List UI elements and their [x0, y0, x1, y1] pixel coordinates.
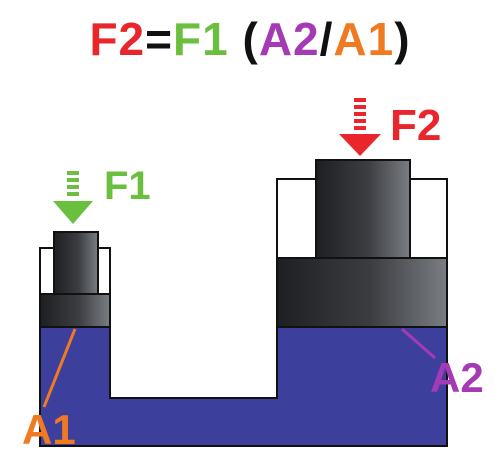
label-a1: A1 [22, 406, 76, 453]
label-a2: A2 [430, 354, 484, 401]
small-piston-plate [39, 293, 111, 328]
large-piston-plate [276, 257, 448, 328]
formula-close-paren: ) [394, 13, 411, 65]
a2-leader-line [401, 327, 436, 360]
formula-a2: A2 [258, 13, 320, 65]
fluid-vessel [39, 325, 448, 447]
formula-f1: F1 [173, 13, 229, 65]
large-piston-rod [315, 159, 411, 261]
small-piston-rod [53, 231, 99, 297]
arrow-down-icon [339, 98, 381, 156]
label-f2: F2 [390, 101, 441, 150]
arrow-down-icon [53, 171, 93, 224]
a1-leader-line [42, 328, 77, 408]
formula-equals: = [145, 13, 174, 65]
label-f1: F1 [104, 164, 151, 208]
formula-open-paren: ( [242, 13, 259, 65]
formula-a1: A1 [333, 13, 395, 65]
formula-f2: F2 [89, 13, 146, 65]
formula: F2=F1 (A2/A1) [0, 6, 500, 72]
formula-slash: / [319, 13, 334, 65]
